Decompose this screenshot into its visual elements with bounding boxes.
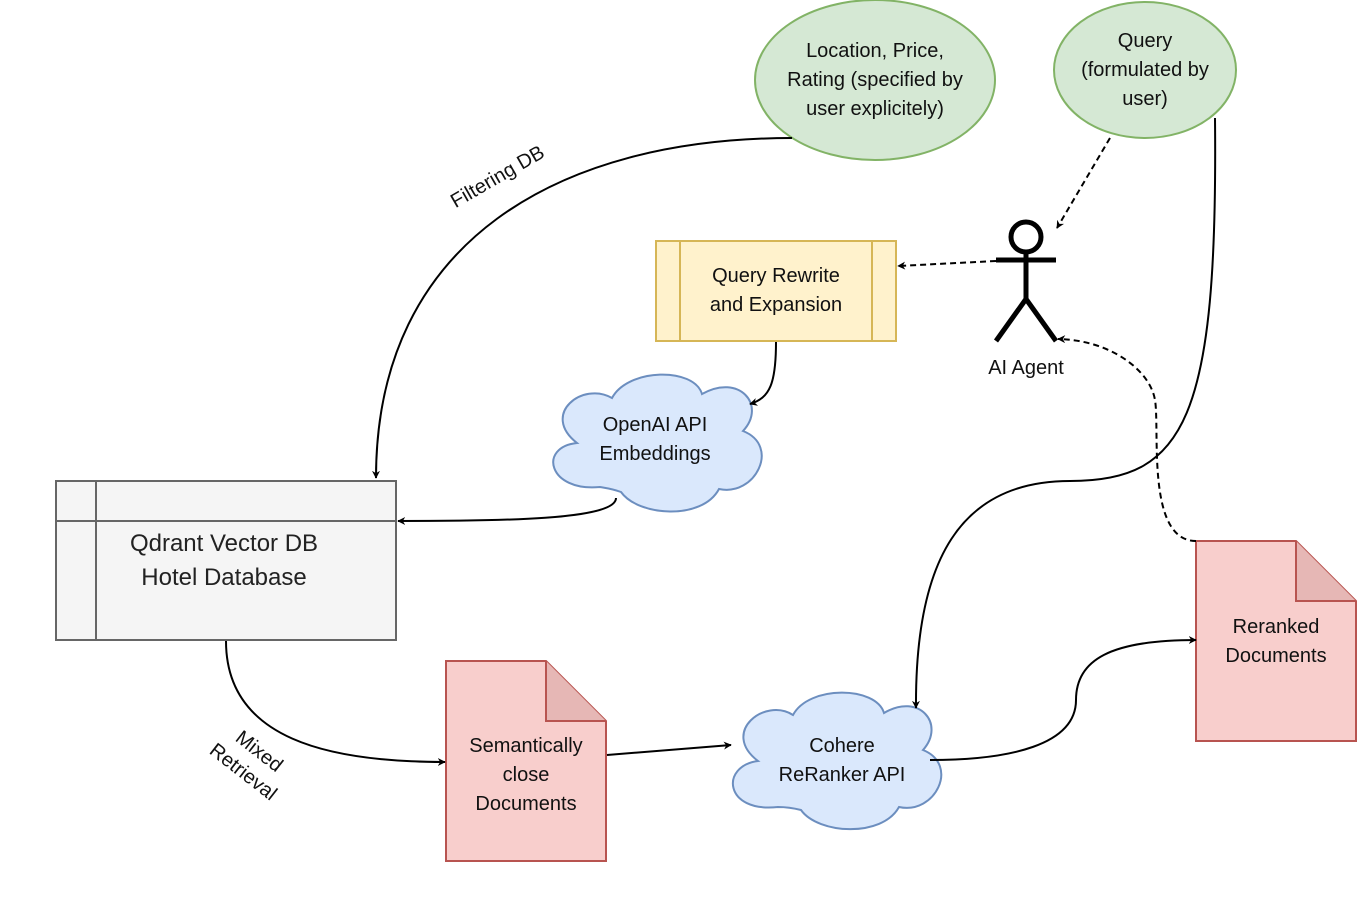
query-line-3: user): [1122, 87, 1168, 110]
filters-line-2: Rating (specified by: [787, 68, 963, 91]
rewrite-line-2: and Expansion: [709, 294, 843, 316]
semantic-docs-label: Semantically close Documents: [446, 730, 606, 820]
semantic-docs-line-1: Semantically: [469, 734, 583, 757]
rewrite-label: Query Rewrite and Expansion: [680, 241, 872, 341]
query-ellipse: [1053, 1, 1237, 139]
cohere-line-1: Cohere: [809, 735, 875, 757]
edge-agent-to-rewrite: [897, 260, 997, 270]
filters-line-1: Location, Price,: [806, 39, 944, 62]
openai-cloud-shape: [552, 373, 763, 513]
qdrant-line-1: Qdrant Vector DB: [129, 530, 319, 557]
agent-label: AI Agent: [988, 356, 1064, 379]
openai-label: OpenAI API Embeddings: [565, 405, 745, 475]
semantic-docs-fold-corner: [545, 661, 606, 722]
query-line-2: (formulated by: [1081, 58, 1209, 81]
edge-filtering: [372, 137, 793, 479]
reranked-docs-line-2: Documents: [1225, 645, 1327, 667]
openai-line-1: OpenAI API: [602, 414, 708, 436]
qdrant-label: Qdrant Vector DB Hotel Database: [96, 526, 352, 596]
qdrant-line-2: Hotel Database: [141, 564, 307, 591]
qdrant-storage-box: [55, 480, 397, 641]
query-line-1: Query: [1117, 29, 1173, 52]
filters-line-3: user explicitely): [806, 97, 944, 120]
cohere-line-2: ReRanker API: [778, 764, 906, 786]
rewrite-process-box: [655, 240, 897, 342]
ai-agent-actor-icon: [993, 219, 1059, 343]
reranked-docs-fold-corner: [1295, 541, 1356, 602]
edge-semantic-to-cohere: [606, 741, 732, 756]
semantic-docs-line-3: Documents: [475, 792, 577, 815]
semantic-docs-line-2: close: [502, 763, 550, 786]
reranked-docs-line-1: Reranked: [1232, 616, 1320, 638]
edge-rewrite-to-openai: [749, 341, 777, 406]
edge-cohere-to-reranked: [929, 636, 1197, 761]
openai-line-2: Embeddings: [599, 443, 711, 465]
edge-reranked-to-agent: [1057, 335, 1197, 542]
reranked-docs-label: Reranked Documents: [1196, 610, 1356, 674]
rewrite-line-1: Query Rewrite: [712, 265, 840, 287]
filters-label: Location, Price, Rating (specified by us…: [755, 20, 995, 140]
edge-openai-to-qdrant: [397, 497, 617, 525]
cohere-label: Cohere ReRanker API: [752, 726, 932, 796]
edge-query-to-cohere: [911, 117, 1217, 709]
edge-mixed-retrieval: [225, 640, 446, 766]
query-label: Query (formulated by user): [1054, 20, 1236, 120]
filters-ellipse: [754, 0, 996, 161]
edge-query-to-agent: [1056, 137, 1111, 229]
